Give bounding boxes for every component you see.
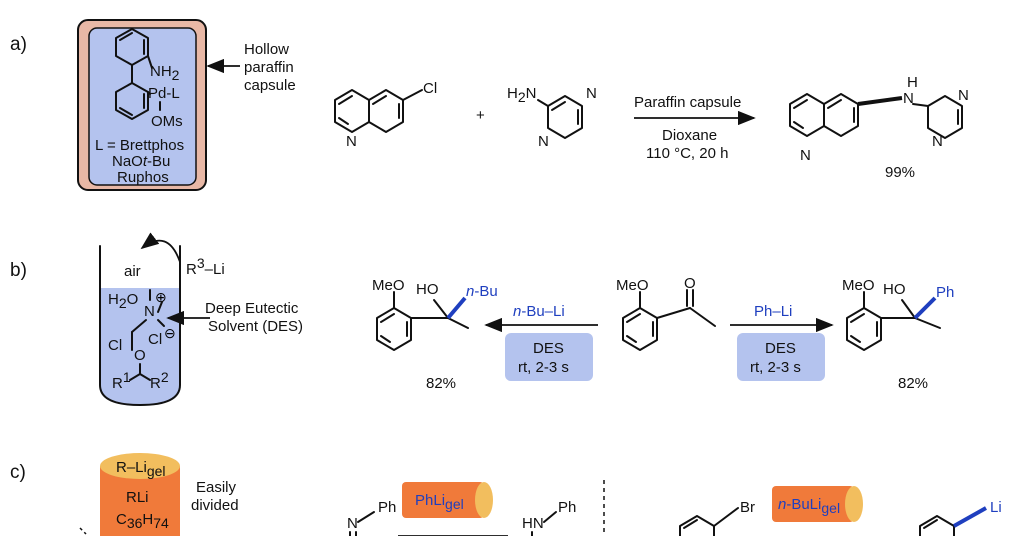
paraffin-capsule: NH2 Pd-L OMs L = Brettphos NaOt-Bu Rupho… (77, 19, 207, 191)
panel-b-tag: b) (10, 260, 27, 281)
svg-text:C36H74: C36H74 (116, 511, 169, 531)
plus-sign: + (476, 107, 485, 124)
svg-text:Ph: Ph (378, 499, 396, 516)
svg-text:H2O: H2O (108, 291, 138, 311)
svg-text:N: N (800, 147, 811, 164)
svg-text:N: N (538, 133, 549, 150)
product-a: H N N N N (789, 74, 969, 164)
svg-text:Br: Br (740, 499, 755, 516)
condition-solvent: Dioxane (662, 127, 717, 144)
product-b-left: MeO HO n-Bu (372, 277, 498, 351)
pd-label: Pd-L (148, 85, 180, 102)
svg-text:MeO: MeO (616, 277, 649, 294)
svg-text:NaOt-Bu: NaOt-Bu (112, 153, 170, 170)
svg-text:H: H (907, 74, 918, 91)
svg-text:n-Bu: n-Bu (466, 283, 498, 300)
svg-text:N: N (903, 90, 914, 107)
imine-fragment: N Ph (347, 499, 396, 536)
nbuli-gel-reagent: n-BuLigel (772, 486, 863, 522)
svg-text:rt, 2-3 s: rt, 2-3 s (750, 359, 801, 376)
chloroquinoline: Cl N (334, 80, 437, 150)
svg-text:O: O (684, 275, 696, 292)
gel-cylinder: R–Ligel RLi C36H74 (79, 453, 180, 536)
gel-callout-1: Easily (196, 479, 237, 496)
svg-text:Cl: Cl (108, 337, 122, 354)
svg-text:R2: R2 (150, 369, 169, 392)
svg-text:MeO: MeO (842, 277, 875, 294)
svg-text:PhLigel: PhLigel (415, 492, 464, 512)
svg-text:Ph: Ph (936, 284, 954, 301)
capsule-callout-3: capsule (244, 77, 296, 94)
condition-reagent: Paraffin capsule (634, 94, 741, 111)
svg-text:OMs: OMs (151, 113, 183, 130)
svg-text:N: N (346, 133, 357, 150)
svg-text:n-Bu–Li: n-Bu–Li (513, 303, 565, 320)
svg-text:Cl: Cl (423, 80, 437, 97)
svg-text:HO: HO (883, 281, 906, 298)
svg-text:R–Ligel: R–Ligel (116, 459, 166, 479)
yield-a: 99% (885, 164, 915, 181)
substrate-b: MeO O (616, 275, 716, 351)
svg-text:MeO: MeO (372, 277, 405, 294)
svg-text:Li: Li (990, 499, 1002, 516)
svg-text:DES: DES (765, 340, 796, 357)
yield-b-right: 82% (898, 375, 928, 392)
svg-text:HO: HO (416, 281, 439, 298)
capsule-callout-1: Hollow (244, 41, 289, 58)
aryl-lithium-fragment: Li (919, 499, 1002, 536)
aryl-bromide-fragment: Br (679, 499, 755, 536)
panel-c-tag: c) (10, 462, 26, 483)
product-b-right: MeO HO Ph (842, 277, 954, 351)
svg-text:N: N (958, 87, 969, 104)
svg-text:N: N (932, 133, 943, 150)
svg-text:⊖: ⊖ (164, 325, 176, 341)
svg-text:Ph–Li: Ph–Li (754, 303, 792, 320)
svg-text:R3–Li: R3–Li (186, 255, 225, 278)
svg-text:Ruphos: Ruphos (117, 169, 169, 186)
right-conditions-box (737, 333, 825, 381)
svg-text:H2N: H2N (507, 85, 536, 105)
condition-temp-time: 110 °C, 20 h (646, 145, 728, 162)
svg-text:⊕: ⊕ (155, 289, 167, 305)
panel-a-tag: a) (10, 34, 27, 55)
svg-text:O: O (134, 347, 146, 364)
svg-text:R1: R1 (112, 369, 131, 392)
svg-text:RLi: RLi (126, 489, 149, 506)
yield-b-left: 82% (426, 375, 456, 392)
capsule-callout-2: paraffin (244, 59, 294, 76)
svg-text:rt, 2-3 s: rt, 2-3 s (518, 359, 569, 376)
svg-text:HN: HN (522, 515, 544, 532)
gel-callout-2: divided (191, 497, 239, 514)
svg-text:air: air (124, 263, 141, 280)
phli-gel-reagent: PhLigel (402, 482, 493, 518)
left-conditions-box (505, 333, 593, 381)
svg-text:Cl: Cl (148, 331, 162, 348)
svg-text:N: N (586, 85, 597, 102)
des-callout-1: Deep Eutectic (205, 300, 299, 317)
svg-text:N: N (144, 303, 155, 320)
biphenyl-ring-bottom (115, 82, 149, 120)
des-vessel: air R3–Li H2O N ⊕ Cl Cl ⊖ O R1 R2 (99, 232, 225, 406)
svg-text:DES: DES (533, 340, 564, 357)
amine-fragment: HN Ph (522, 499, 576, 536)
svg-text:Ph: Ph (558, 499, 576, 516)
ligand-label: L = Brettphos (95, 137, 184, 154)
svg-text:n-BuLigel: n-BuLigel (778, 496, 840, 516)
aminopyrimidine: H2N N N (507, 85, 597, 150)
des-callout-2: Solvent (DES) (208, 318, 303, 335)
svg-text:N: N (347, 515, 358, 532)
svg-text:NH2: NH2 (150, 63, 180, 83)
